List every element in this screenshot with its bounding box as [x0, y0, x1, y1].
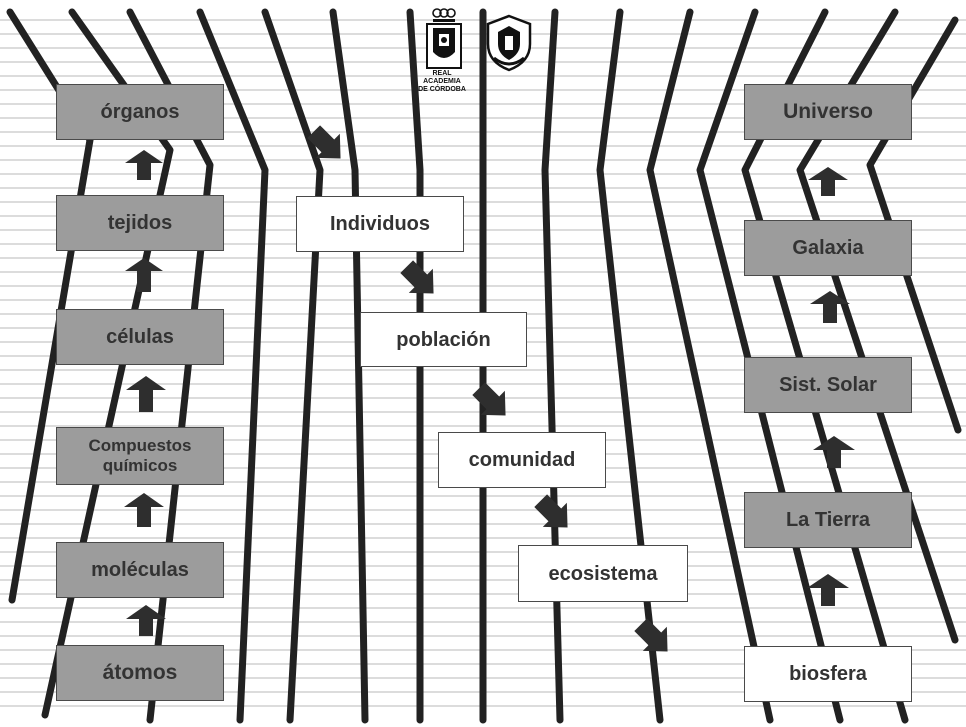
up-arrow [810, 291, 850, 323]
university-emblem-icon [486, 14, 532, 72]
box-label: órganos [100, 101, 180, 123]
up-arrow [125, 258, 163, 292]
perspective-lines [6, 8, 962, 724]
up-arrow [808, 167, 848, 196]
box-tejidos: tejidos [56, 195, 224, 251]
line [41, 8, 174, 719]
down-right-arrow [472, 382, 506, 416]
arrows [124, 125, 855, 652]
box-atomos: átomos [56, 645, 224, 701]
box-label: Universo [783, 100, 873, 124]
box-universo: Universo [744, 84, 912, 140]
line [541, 8, 564, 724]
box-biosfera: biosfera [744, 646, 912, 702]
box-label: células [106, 326, 174, 348]
academy-caption-line2: DE CÓRDOBA [418, 86, 466, 93]
box-comunidad: comunidad [438, 432, 606, 488]
line [329, 8, 369, 724]
box-label: La Tierra [785, 509, 871, 531]
box-sist-solar: Sist. Solar [744, 357, 912, 413]
box-individuos: Individuos [296, 196, 464, 252]
academy-caption: REAL ACADEMIA DE CÓRDOBA [413, 70, 471, 94]
up-arrow [813, 436, 855, 468]
down-right-arrow [634, 618, 668, 652]
down-right-arrow [534, 494, 568, 528]
line [261, 8, 324, 724]
real-academia-crest-icon [426, 8, 462, 69]
line [6, 8, 94, 604]
box-ecosistema: ecosistema [518, 545, 688, 602]
up-arrow [126, 376, 166, 412]
box-label: átomos [102, 661, 178, 685]
box-label: Sist. Solar [779, 374, 877, 396]
line [796, 8, 959, 644]
line [406, 8, 424, 724]
box-label: Compuestos químicos [88, 435, 192, 475]
box-label: tejidos [107, 212, 173, 234]
box-label: biosfera [789, 663, 867, 685]
down-right-arrow [400, 260, 434, 294]
box-celulas: células [56, 309, 224, 365]
box-galaxia: Galaxia [744, 220, 912, 276]
line [196, 8, 269, 724]
up-arrow [807, 574, 849, 606]
line [126, 8, 214, 724]
up-arrow [125, 150, 163, 180]
box-compuestos-quimicos: Compuestos químicos [56, 427, 224, 485]
up-arrow [126, 605, 166, 636]
box-label: comunidad [468, 449, 576, 471]
box-label: Galaxia [792, 237, 864, 259]
box-moleculas: moléculas [56, 542, 224, 598]
box-organos: órganos [56, 84, 224, 140]
down-right-arrow [307, 125, 341, 159]
box-label: ecosistema [548, 562, 658, 585]
line [646, 8, 774, 724]
box-label: Individuos [330, 213, 430, 235]
up-arrow [124, 493, 164, 527]
box-label: moléculas [91, 559, 189, 581]
line [866, 16, 962, 434]
academy-caption-line1: REAL ACADEMIA [423, 70, 461, 85]
box-la-tierra: La Tierra [744, 492, 912, 548]
box-poblacion: población [360, 312, 527, 367]
box-label: población [396, 328, 491, 351]
line [596, 8, 664, 724]
